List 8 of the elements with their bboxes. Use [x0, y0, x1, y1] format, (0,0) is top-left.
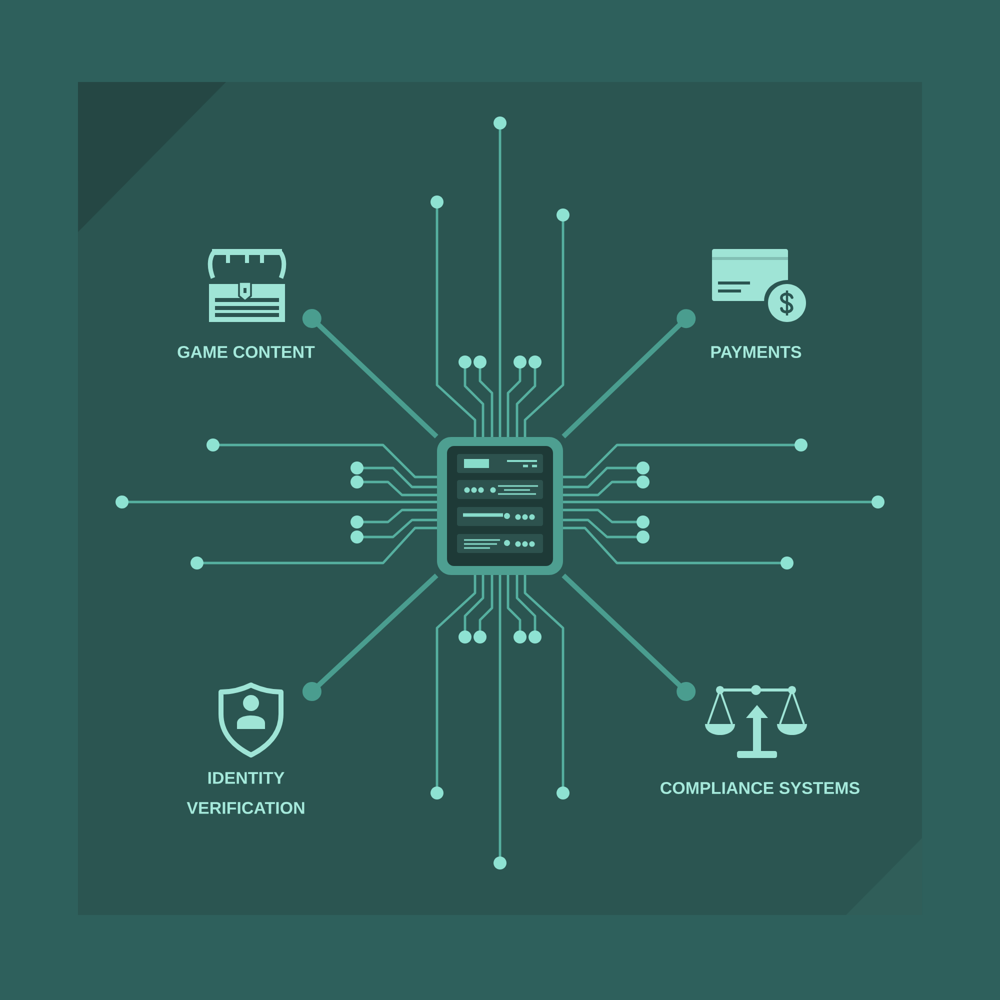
connector-line	[302, 574, 438, 702]
service-label: IDENTITY VERIFICATION	[186, 772, 304, 814]
service-label: COMPLIANCE SYSTEMS	[660, 782, 860, 794]
connector-line	[562, 309, 696, 438]
connector-line	[302, 309, 438, 438]
connector-line	[562, 574, 696, 701]
service-label: PAYMENTS	[711, 346, 802, 358]
service-label: GAME CONTENT	[178, 346, 315, 358]
